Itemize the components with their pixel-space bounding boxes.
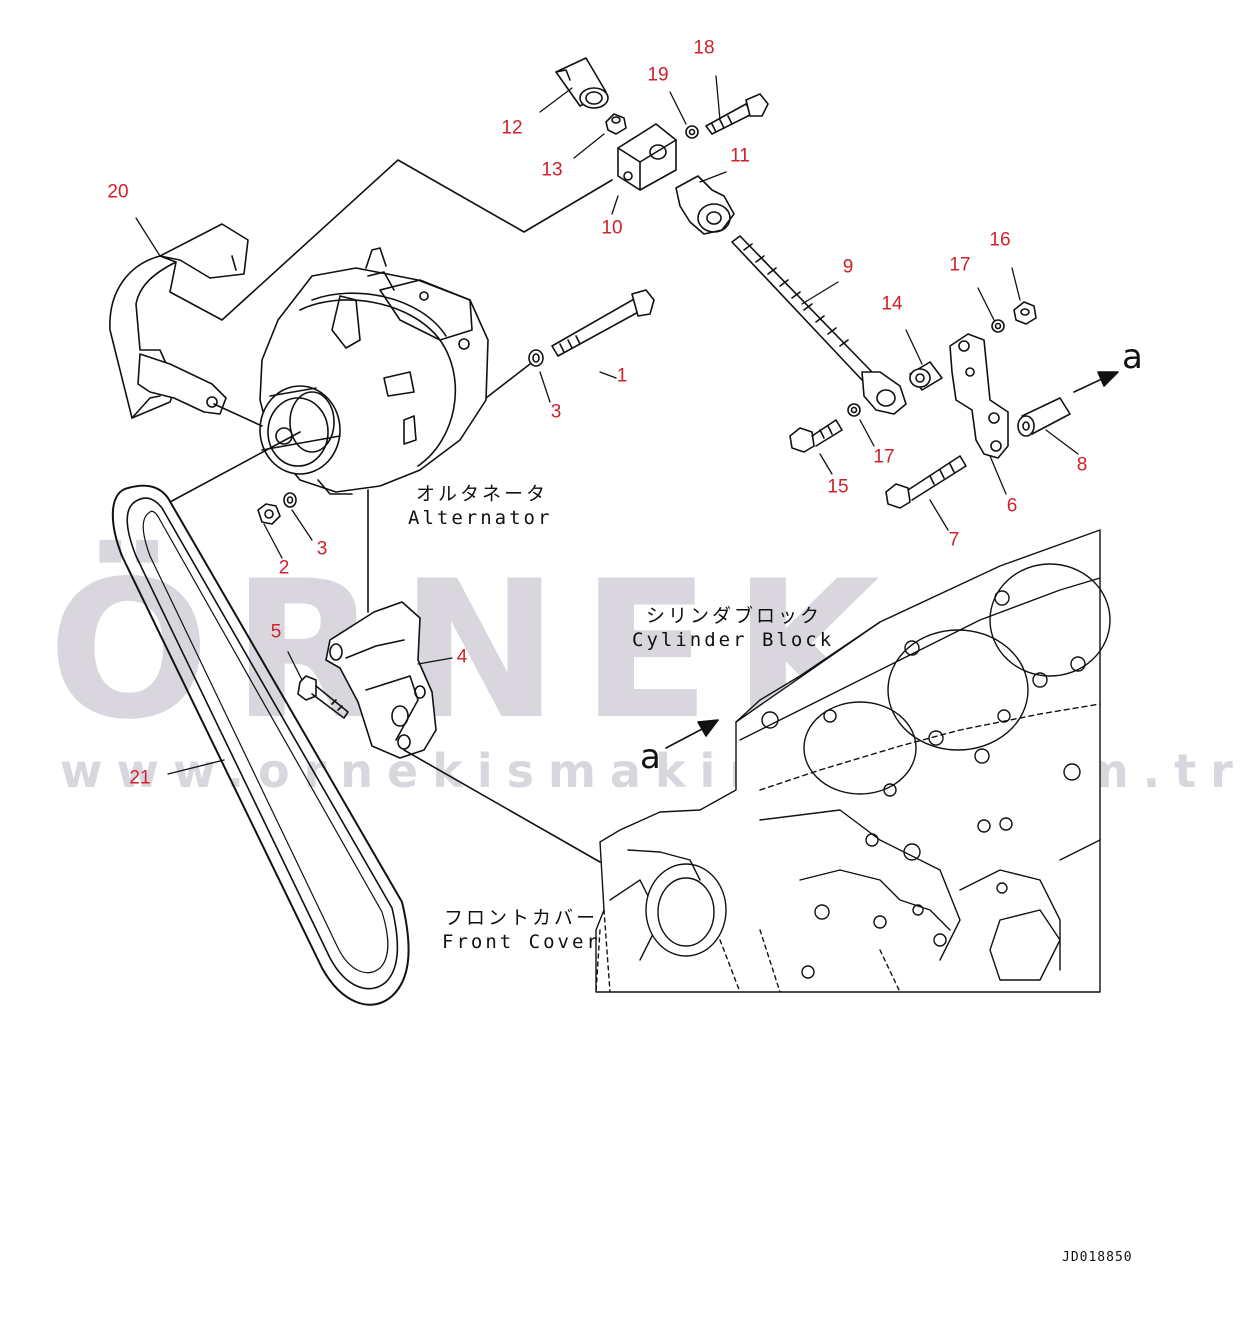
callout-part-11: 11 xyxy=(730,145,750,167)
front-cover-label-jp: フロントカバー xyxy=(444,907,599,929)
long-bolt xyxy=(485,289,655,399)
callout-part-1: 1 xyxy=(616,365,628,387)
front-cover-label-en: Front Cover xyxy=(442,931,601,953)
adjust-rod xyxy=(731,235,907,415)
callout-part-10: 10 xyxy=(601,217,623,239)
callout-part-18: 18 xyxy=(693,37,715,59)
view-arrow-upper xyxy=(1073,371,1119,393)
callout-part-9: 9 xyxy=(842,256,854,278)
callout-part-13: 13 xyxy=(541,159,563,181)
callout-part-16: 16 xyxy=(989,229,1011,251)
callout-part-3b: 3 xyxy=(316,538,328,560)
callout-part-12: 12 xyxy=(501,117,523,139)
alternator-label-jp: オルタネータ xyxy=(416,483,549,505)
callout-part-19: 19 xyxy=(647,64,669,86)
cylinder-block-label-en: Cylinder Block xyxy=(632,629,835,651)
callout-part-5: 5 xyxy=(270,621,282,643)
view-mark-upper: a xyxy=(1122,337,1143,377)
view-arrow-lower xyxy=(665,719,719,749)
cylinder-block xyxy=(595,529,1111,993)
callout-part-17b: 17 xyxy=(873,446,895,468)
callout-part-21: 21 xyxy=(129,767,151,789)
view-mark-lower: a xyxy=(640,737,661,777)
v-belt xyxy=(111,484,410,1006)
watermark-brand: ÖRNEK xyxy=(48,540,902,761)
alternator-label: オルタネータ Alternator xyxy=(408,482,552,530)
callout-part-4: 4 xyxy=(456,646,468,668)
callout-part-14: 14 xyxy=(881,293,903,315)
callout-part-8: 8 xyxy=(1076,454,1088,476)
callout-part-2: 2 xyxy=(278,557,290,579)
callout-part-6: 6 xyxy=(1006,495,1018,517)
callout-part-17a: 17 xyxy=(949,254,971,276)
callout-part-3a: 3 xyxy=(550,401,562,423)
alternator-label-en: Alternator xyxy=(408,507,553,529)
drawing-code: JD018850 xyxy=(1062,1250,1133,1265)
alternator xyxy=(169,247,489,503)
cylinder-block-label: シリンダブロック Cylinder Block xyxy=(632,604,834,652)
mounting-plate-parts xyxy=(789,301,1071,509)
callout-part-15: 15 xyxy=(827,476,849,498)
cylinder-block-label-jp: シリンダブロック xyxy=(646,605,823,627)
front-cover-label: フロントカバー Front Cover xyxy=(442,906,601,954)
callout-part-7: 7 xyxy=(948,529,960,551)
alternator-bracket xyxy=(297,489,601,863)
adjust-block-parts xyxy=(555,57,769,235)
nut-and-washer xyxy=(257,492,297,525)
cover-bracket xyxy=(109,159,613,419)
callout-part-20: 20 xyxy=(107,181,129,203)
leader-lines xyxy=(135,75,1079,775)
